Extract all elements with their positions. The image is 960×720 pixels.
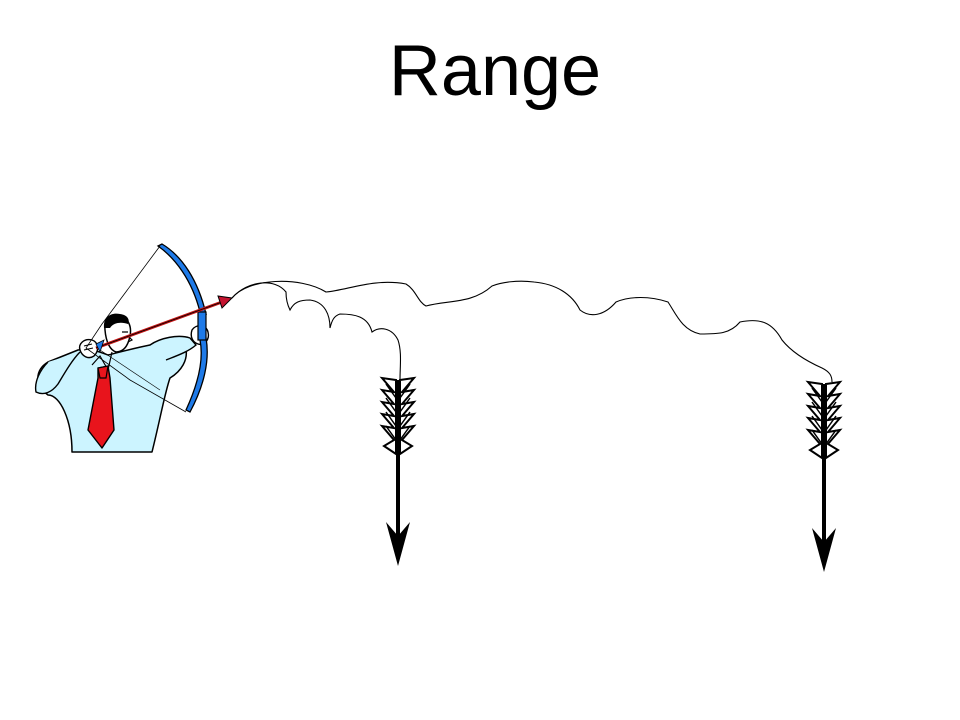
bow-icon bbox=[85, 243, 208, 413]
arrow-icon bbox=[805, 380, 843, 572]
arrow-icon bbox=[379, 376, 417, 566]
trajectory-short bbox=[231, 282, 402, 381]
slide-title: Range bbox=[388, 31, 602, 111]
archer-icon bbox=[34, 313, 210, 453]
trajectory-long bbox=[231, 280, 833, 383]
nocked-arrow-icon bbox=[95, 295, 234, 354]
